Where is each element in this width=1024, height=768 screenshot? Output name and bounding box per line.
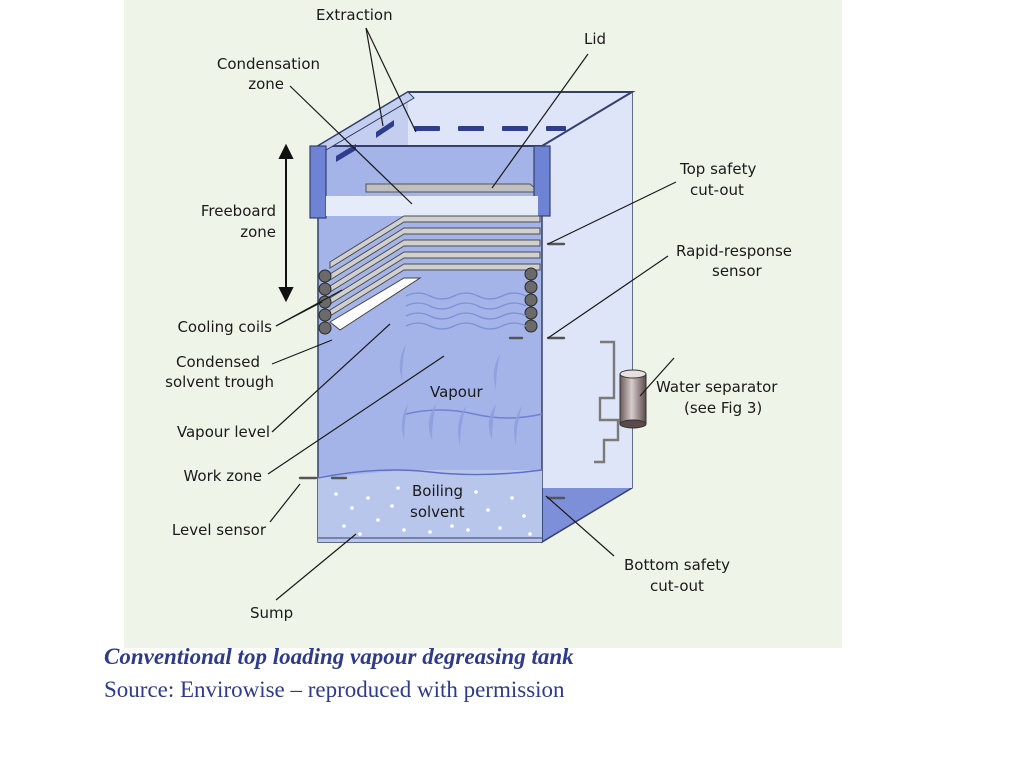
- label-top-safety-1: Top safety: [679, 160, 756, 178]
- caption-title: Conventional top loading vapour degreasi…: [104, 644, 574, 669]
- label-rapid-response-2: sensor: [712, 262, 763, 280]
- freeboard-space: [326, 196, 538, 216]
- extraction-slots: [336, 120, 566, 162]
- freeboard-arrow: [278, 143, 294, 303]
- lid-rail-left: [309, 145, 327, 219]
- label-condensed-trough-2: solvent trough: [165, 373, 274, 391]
- label-boiling-solvent-2: solvent: [410, 503, 465, 521]
- label-bottom-safety-1: Bottom safety: [624, 556, 730, 574]
- condensed-solvent-trough: [329, 277, 422, 331]
- leader-lines: [267, 27, 677, 601]
- label-freeboard-zone-1: Freeboard: [201, 202, 276, 220]
- label-sump: Sump: [250, 604, 293, 622]
- label-work-zone: Work zone: [183, 467, 262, 485]
- boiling-solvent-liquid: [318, 470, 542, 542]
- label-top-safety-2: cut-out: [690, 181, 744, 199]
- label-rapid-response-1: Rapid-response: [676, 242, 792, 260]
- vapour-waves: [405, 292, 527, 330]
- diagram-figure: Extraction Lid Condensation zone Freeboa…: [124, 0, 842, 648]
- label-level-sensor: Level sensor: [172, 521, 267, 539]
- label-condensed-trough-1: Condensed: [176, 353, 260, 371]
- label-water-separator-1: Water separator: [656, 378, 778, 396]
- side-sensors: [508, 242, 566, 500]
- label-water-separator-2: (see Fig 3): [684, 399, 762, 417]
- diagram-svg: Extraction Lid Condensation zone Freeboa…: [165, 6, 792, 622]
- label-vapour: Vapour: [430, 383, 483, 401]
- caption-source: Source: Envirowise – reproduced with per…: [104, 677, 565, 702]
- water-separator-pipe: [594, 340, 620, 464]
- label-condensation-zone-1: Condensation: [217, 55, 320, 73]
- vapour-level-line: [405, 409, 543, 419]
- label-bottom-safety-2: cut-out: [650, 577, 704, 595]
- label-lid: Lid: [584, 30, 606, 48]
- label-vapour-level: Vapour level: [177, 423, 270, 441]
- liquid-surface: [317, 469, 543, 479]
- bubbles: [334, 486, 532, 536]
- label-extraction: Extraction: [316, 6, 393, 24]
- water-separator-vessel: [619, 369, 647, 429]
- label-boiling-solvent-1: Boiling: [412, 482, 463, 500]
- vapour-wisps: [399, 344, 522, 446]
- label-condensation-zone-2: zone: [248, 75, 284, 93]
- cooling-coil-ends: [318, 267, 538, 335]
- label-freeboard-zone-2: zone: [240, 223, 276, 241]
- label-cooling-coils: Cooling coils: [177, 318, 272, 336]
